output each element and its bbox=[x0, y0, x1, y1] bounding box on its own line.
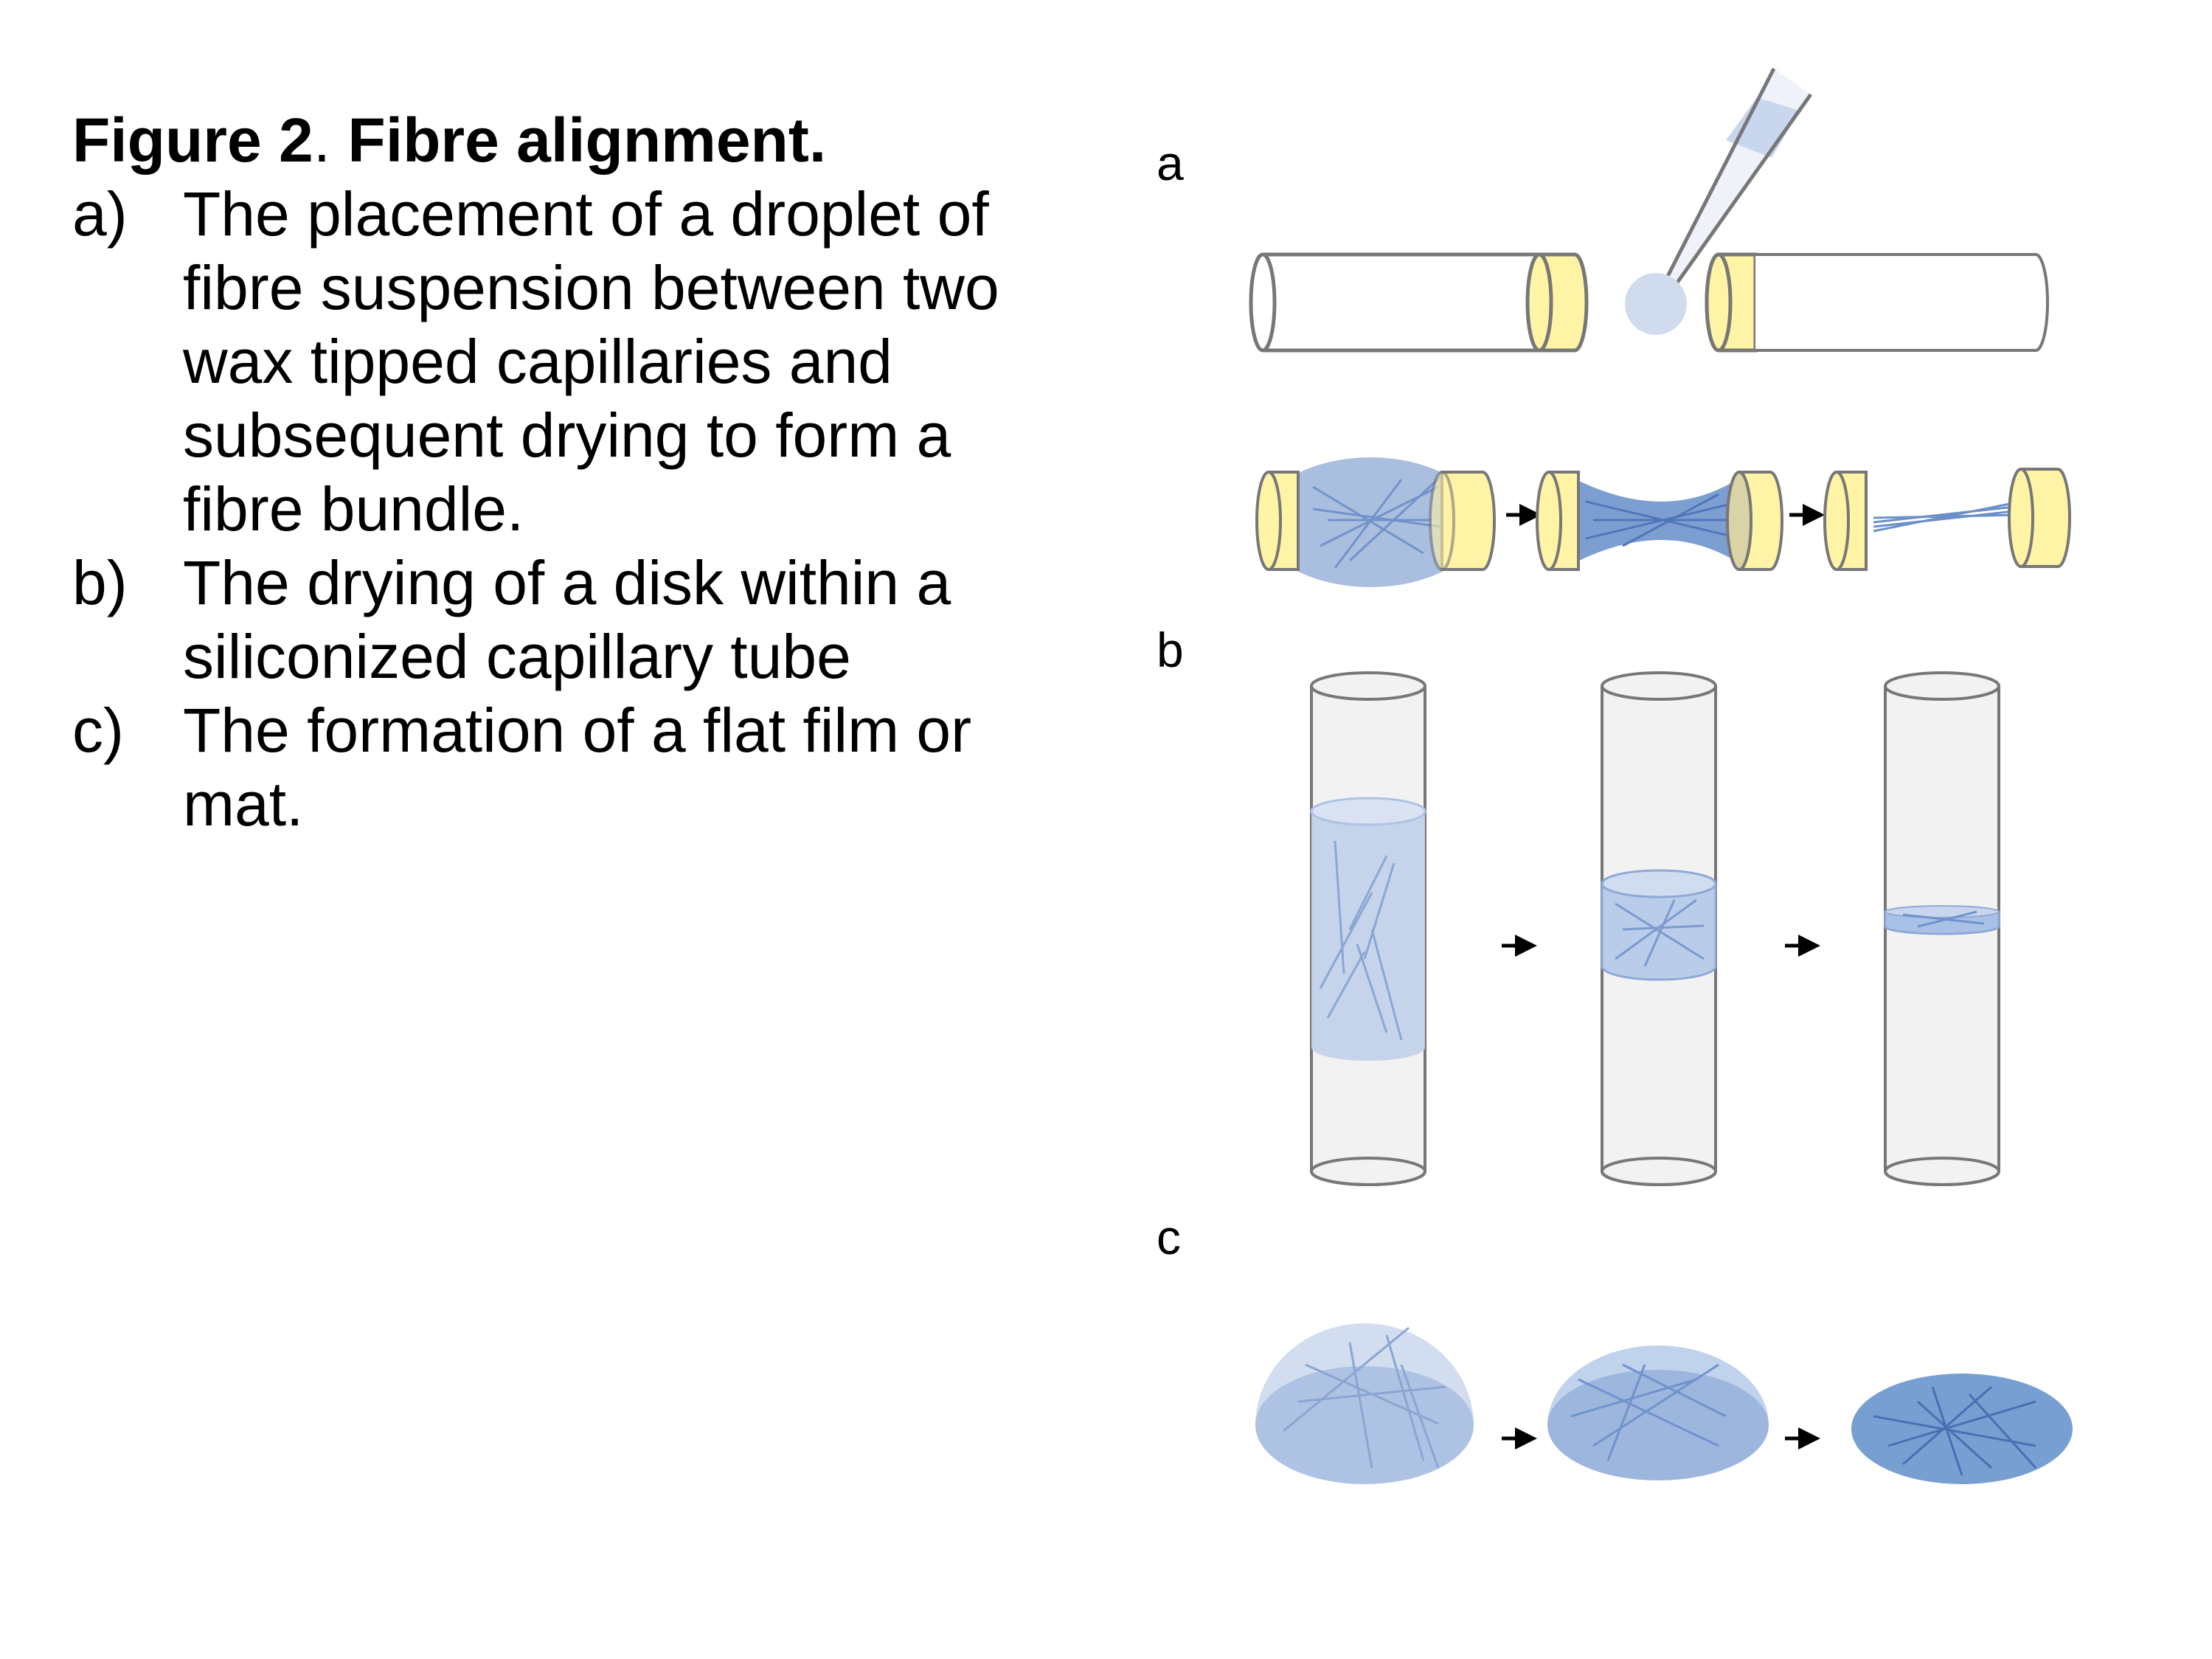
film-stage-drying bbox=[1547, 1345, 1769, 1480]
pipette bbox=[1659, 67, 1813, 297]
caption-title: Figure 2. Fibre alignment. bbox=[72, 103, 1046, 177]
capillary-tube-2 bbox=[1601, 671, 1717, 1186]
caption-item-text: The placement of a droplet of fibre susp… bbox=[183, 179, 999, 544]
left-capillary bbox=[1249, 252, 1560, 353]
panel-label-c: c bbox=[1157, 1210, 1181, 1264]
bundle-stage-wet bbox=[1255, 457, 1496, 587]
caption-item-text: The formation of a flat film or mat. bbox=[183, 696, 972, 839]
panel-c-films bbox=[1255, 1323, 2073, 1484]
caption-item-c: c) The formation of a flat film or mat. bbox=[72, 693, 1046, 841]
panel-a-bottom-row bbox=[1255, 457, 2071, 587]
panel-b-tubes bbox=[1310, 671, 2000, 1186]
left-wax-tip bbox=[1525, 252, 1589, 353]
droplet bbox=[1625, 273, 1687, 335]
figure-caption: Figure 2. Fibre alignment. a) The placem… bbox=[72, 103, 1046, 841]
caption-item-b: b) The drying of a disk within a silicon… bbox=[72, 546, 1046, 693]
capillary-tube-3 bbox=[1884, 671, 2000, 1186]
caption-item-label: b) bbox=[72, 548, 128, 617]
caption-item-text: The drying of a disk within a siliconize… bbox=[183, 548, 951, 691]
panel-a-top-row bbox=[1249, 67, 2049, 353]
caption-title-bold: Figure 2 bbox=[72, 105, 313, 175]
caption-item-label: a) bbox=[72, 179, 128, 249]
right-wax-tip bbox=[1705, 252, 1758, 353]
film-stage-droplet bbox=[1255, 1323, 1474, 1484]
bundle-stage-dry bbox=[1823, 468, 2071, 571]
capillary-tube-1 bbox=[1310, 671, 1426, 1186]
caption-title-sep: . bbox=[313, 105, 331, 175]
caption-item-a: a) The placement of a droplet of fibre s… bbox=[72, 177, 1046, 546]
caption-title-rest: Fibre alignment. bbox=[330, 105, 827, 175]
panel-label-a: a bbox=[1157, 136, 1184, 190]
right-capillary bbox=[1755, 253, 2049, 352]
bundle-stage-drying bbox=[1536, 471, 1783, 571]
caption-item-label: c) bbox=[72, 696, 124, 765]
film-stage-flat-mat bbox=[1851, 1374, 2073, 1484]
panel-label-b: b bbox=[1157, 623, 1184, 677]
